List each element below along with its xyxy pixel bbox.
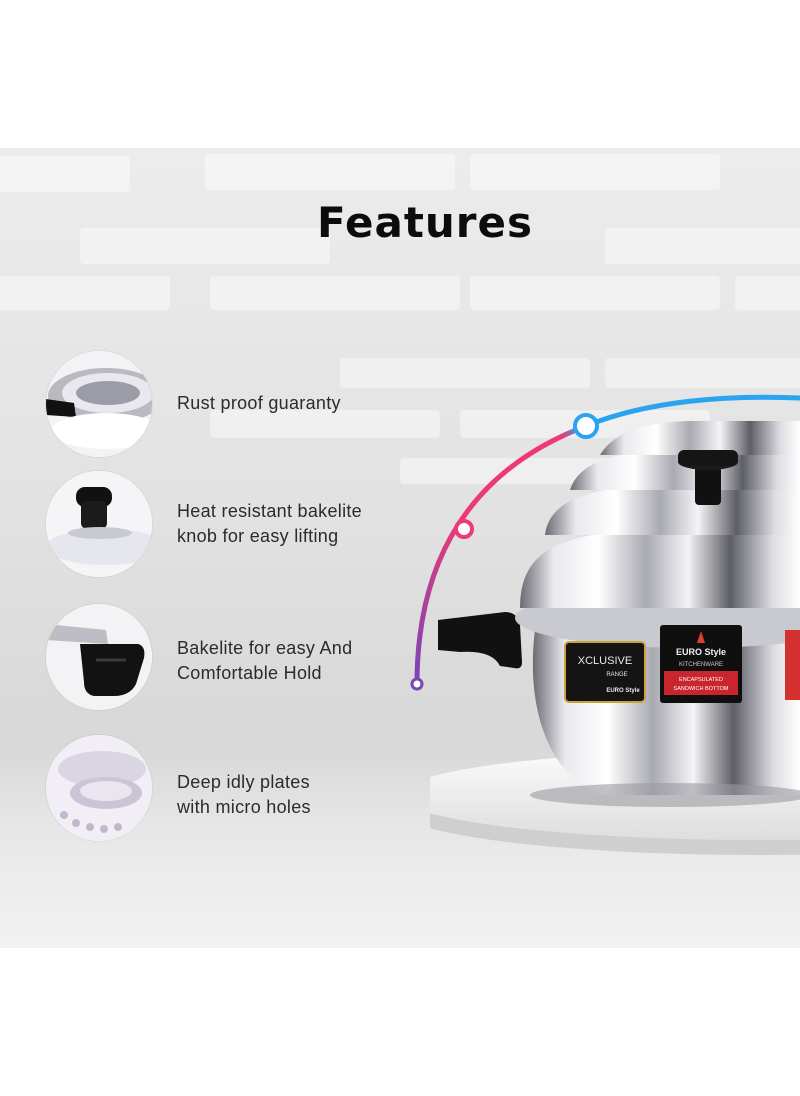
- feature-image-idly-plate: [46, 735, 152, 841]
- feature-image-steamer-lid: [46, 351, 152, 457]
- feature-3-line-1: Bakelite for easy And: [177, 638, 353, 658]
- arc-node-middle: [454, 519, 474, 539]
- label-right-line4: SANDWICH BOTTOM: [674, 686, 729, 692]
- idly-cooker-image: XCLUSIVE RANGE EURO Style EURO Style KIT…: [430, 421, 800, 855]
- wall-brick: [340, 358, 590, 388]
- label-left-line1: XCLUSIVE: [578, 655, 632, 667]
- feature-1-line-1: Rust proof guaranty: [177, 393, 341, 413]
- feature-text-4: Deep idly plates with micro holes: [177, 770, 407, 820]
- wall-brick: [205, 154, 455, 190]
- wall-brick: [470, 154, 720, 190]
- wall-brick: [210, 410, 440, 438]
- steamer-lid-icon: [46, 351, 152, 457]
- bakelite-handle-icon: [46, 604, 152, 710]
- feature-2-line-2: knob for easy lifting: [177, 526, 339, 546]
- arc-node-bottom: [410, 677, 424, 691]
- wall-brick: [470, 276, 720, 310]
- feature-text-3: Bakelite for easy And Comfortable Hold: [177, 636, 407, 686]
- label-right-line3: ENCAPSULATED: [679, 677, 723, 683]
- bakelite-knob-icon: [46, 471, 152, 577]
- feature-4-line-1: Deep idly plates: [177, 772, 310, 792]
- feature-text-1: Rust proof guaranty: [177, 391, 407, 416]
- idly-plate-icon: [46, 735, 152, 841]
- label-left-line3: EURO Style: [606, 688, 640, 694]
- wall-brick: [80, 228, 330, 264]
- page-title: Features: [317, 198, 533, 247]
- wall-brick: [0, 276, 170, 310]
- label-right-line1: EURO Style: [676, 647, 726, 657]
- label-right-line2: KITCHENWARE: [679, 662, 723, 668]
- wall-brick: [735, 276, 800, 310]
- arc-node-top: [573, 413, 599, 439]
- feature-4-line-2: with micro holes: [177, 797, 311, 817]
- label-left-line2: RANGE: [606, 672, 627, 678]
- feature-image-bakelite-handle: [46, 604, 152, 710]
- feature-image-bakelite-knob: [46, 471, 152, 577]
- wall-brick: [605, 358, 800, 388]
- wall-brick: [0, 156, 130, 192]
- feature-text-2: Heat resistant bakelite knob for easy li…: [177, 499, 407, 549]
- wall-brick: [210, 276, 460, 310]
- feature-3-line-2: Comfortable Hold: [177, 663, 322, 683]
- feature-2-line-1: Heat resistant bakelite: [177, 501, 362, 521]
- wall-brick: [605, 228, 800, 264]
